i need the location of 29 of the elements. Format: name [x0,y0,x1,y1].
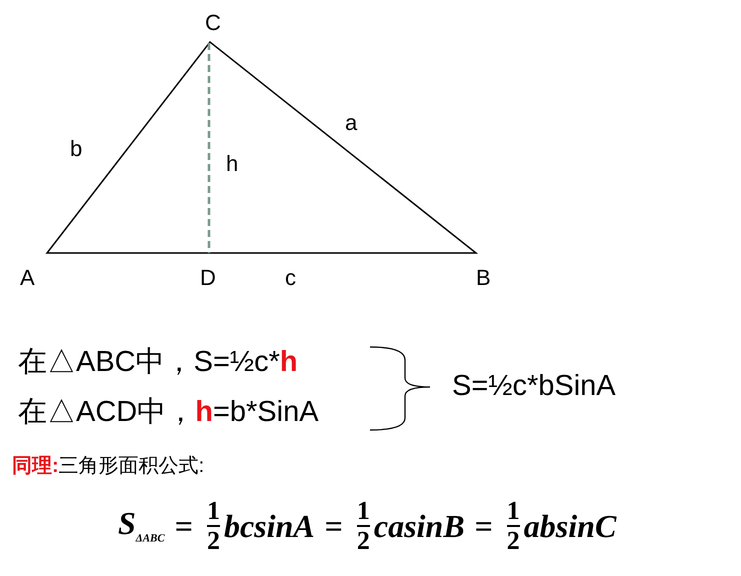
fraction-denominator: 2 [206,528,220,554]
height-label: h [226,153,238,175]
formula-term: casinB [374,510,465,542]
formula-text: 在△ABC中，S=½c* [18,348,280,377]
formula-text: 在△ACD中， [18,398,196,427]
fraction-numerator: 1 [356,498,370,524]
side-label: c [285,267,296,289]
height-symbol: h [280,348,298,377]
heading-text: 同理: [12,456,59,476]
equals-sign: = [324,510,343,542]
vertex-label: A [20,267,35,289]
vertex-label: B [476,267,491,289]
side-label: a [345,112,358,134]
equals-sign: = [474,510,493,542]
height-symbol: h [195,398,213,427]
equals-sign: = [174,510,193,542]
fraction-numerator: 1 [506,498,520,524]
fraction-denominator: 2 [356,528,370,554]
fraction-numerator: 1 [206,498,220,524]
formula-term: absinC [524,510,616,542]
fraction-denominator: 2 [506,528,520,554]
formula-term: bcsinA [224,510,315,542]
formula-text: S=½c*bSinA [452,372,616,401]
heading-text: 三角形面积公式: [58,456,204,476]
vertex-label: C [205,12,221,34]
area-symbol: S$_{ΔABC}$ [118,507,165,545]
side-label: b [70,138,82,160]
formula-text: =b*SinA [212,398,319,427]
point-label: D [200,267,216,289]
